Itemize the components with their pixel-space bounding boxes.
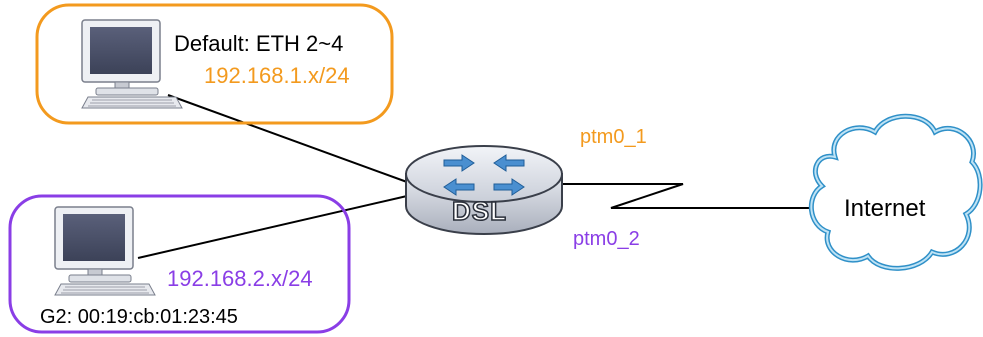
default-group-name-label: Default: ETH 2~4 [174,31,344,56]
router-label: DSL [451,196,507,226]
ptm0-1-label: ptm0_1 [580,126,647,148]
router-icon [405,145,563,235]
default-subnet-label: 192.168.1.x/24 [204,63,350,88]
default-to-router-link [167,94,408,183]
ptm0-2-label: ptm0_2 [573,228,640,250]
connection-lines [137,94,812,259]
g2-to-router-link [137,195,408,259]
wan-link [561,183,812,209]
g2-mac-label: G2: 00:19:cb:01:23:45 [40,306,238,328]
g2-subnet-label: 192.168.2.x/24 [167,266,313,291]
computer-icon [54,206,156,296]
g2-group-box [8,194,351,334]
default-group-box [35,3,394,125]
computer-icon [81,19,183,109]
cloud-icon [808,113,983,271]
internet-label: Internet [844,195,926,222]
